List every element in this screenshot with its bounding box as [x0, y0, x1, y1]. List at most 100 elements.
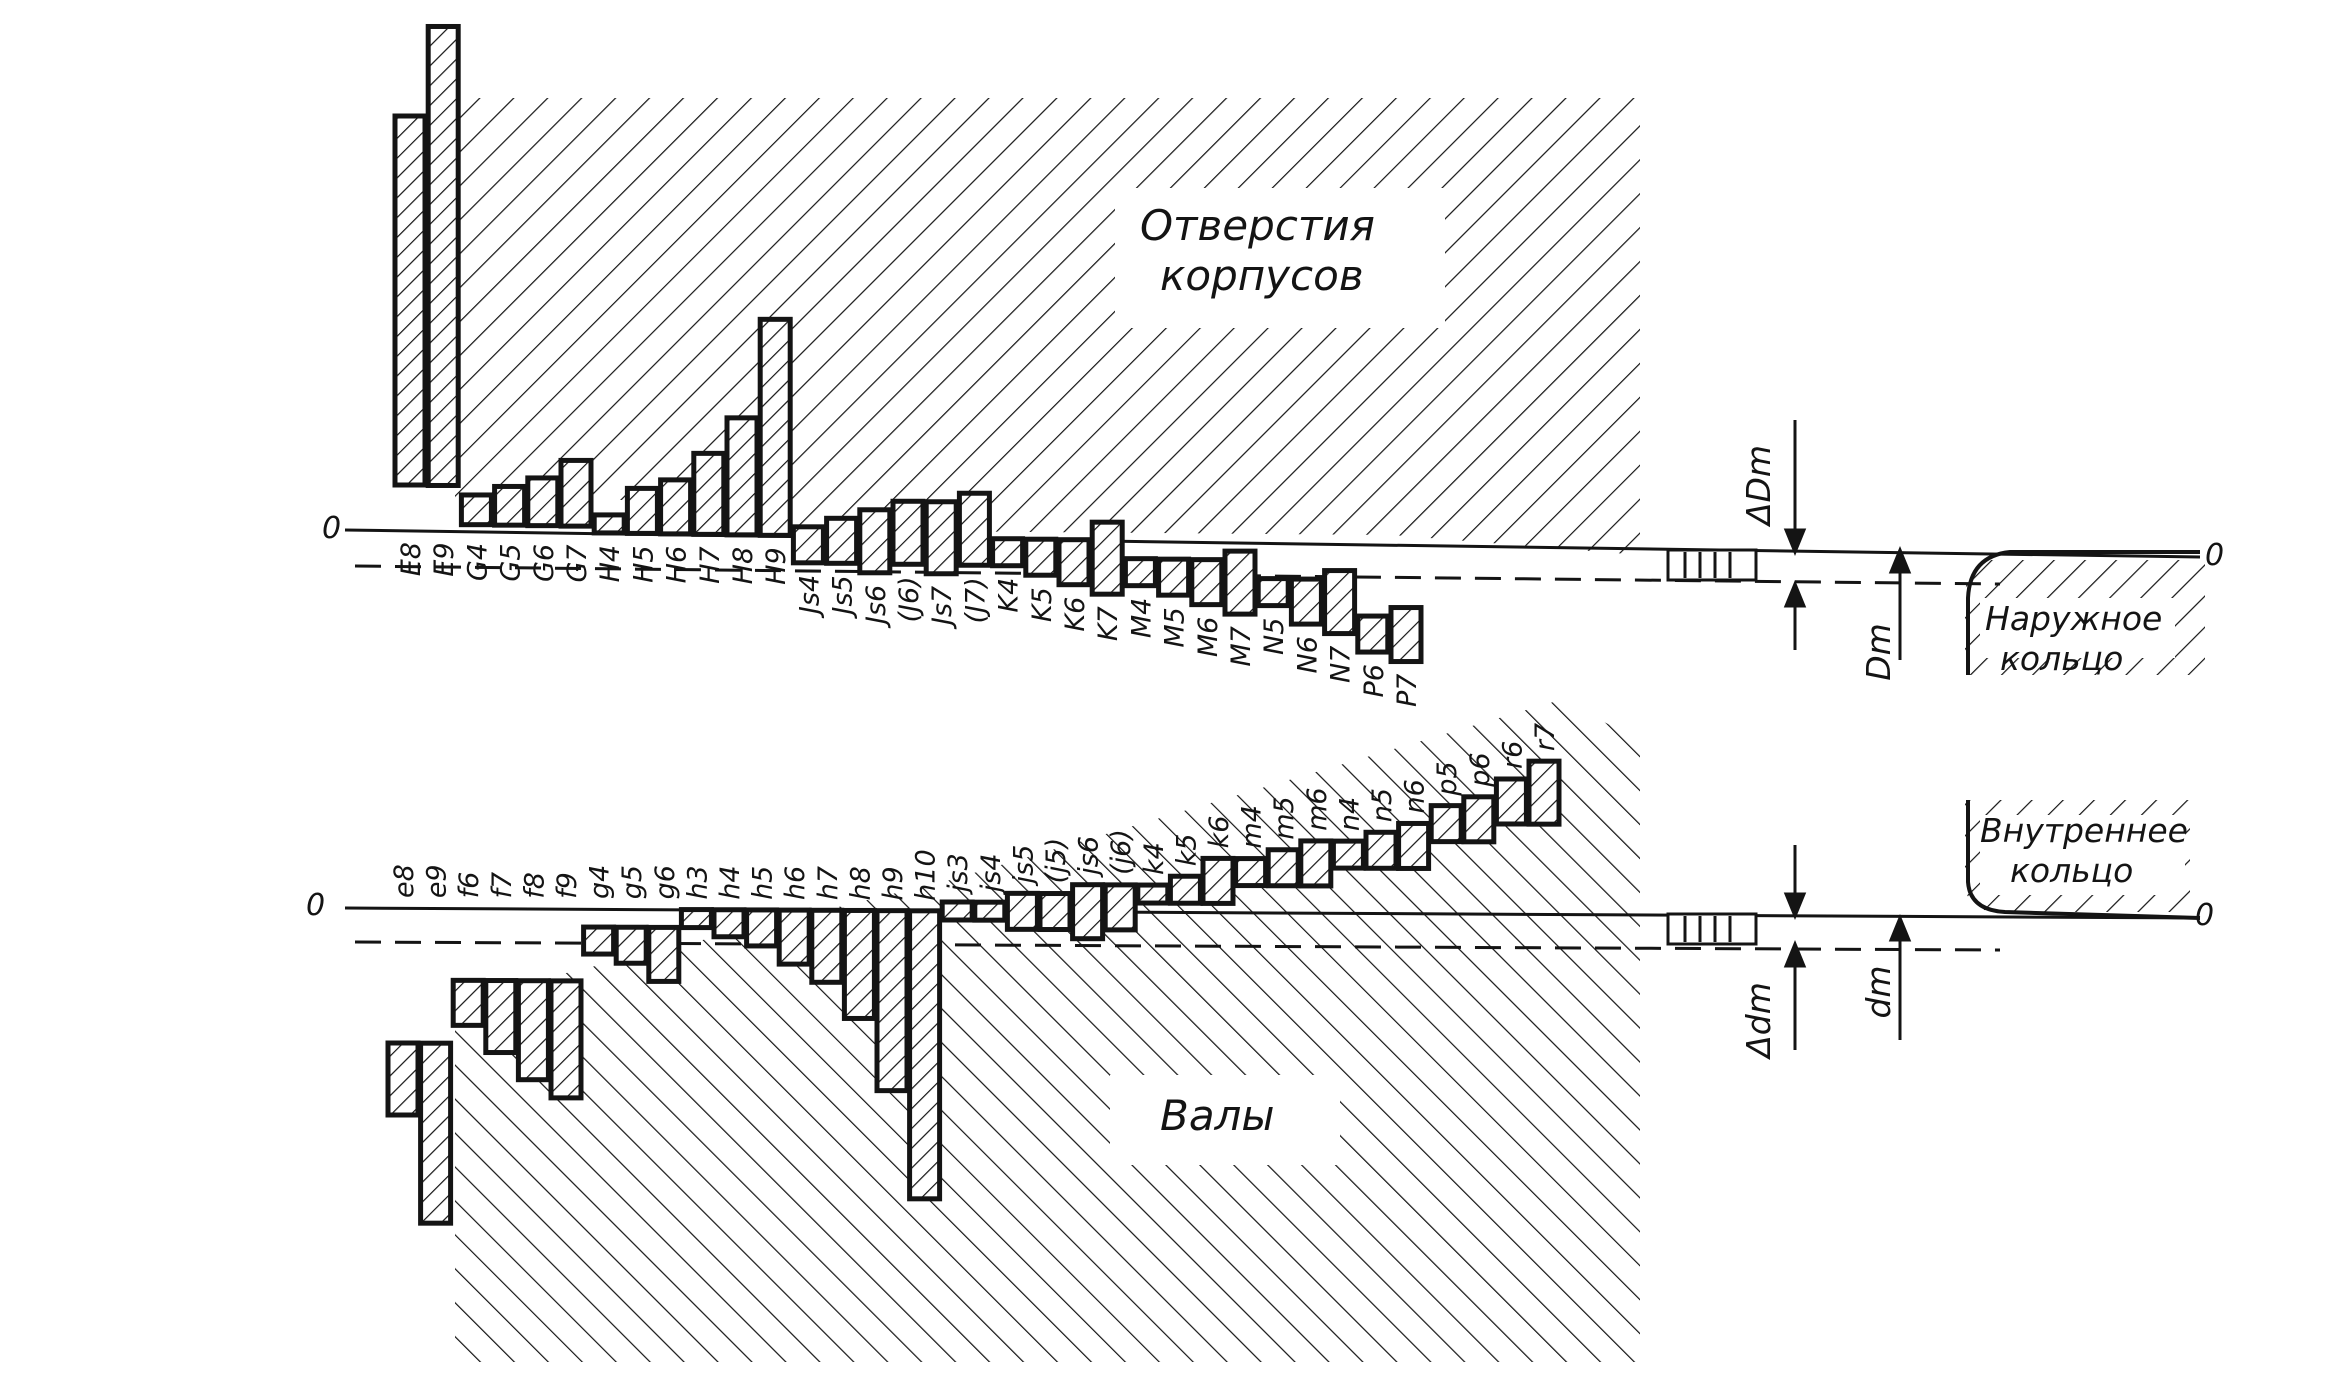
hole-field-m6-24	[1189, 557, 1225, 608]
shaft-field-js3-17	[939, 899, 975, 923]
hole-field-label-h9-11: H9	[761, 547, 792, 584]
shaft-field-m6-28	[1298, 838, 1334, 889]
hole-field-label-js5-13: Js5	[828, 575, 859, 619]
hole-field-h8-10	[724, 415, 760, 538]
hole-field-label-h7-9: H7	[695, 546, 726, 583]
shaft-zero-line	[344, 906, 2201, 920]
shaft-field-g4-6	[581, 924, 617, 957]
hole-field-label-j6-15: (J6)	[894, 576, 925, 622]
shaft-field-h9-15	[874, 908, 910, 1094]
hole-field-label-js6-14: Js6	[861, 585, 892, 629]
shaft-field-p6-33	[1461, 794, 1497, 845]
shaft-tolerance-fields	[385, 758, 1562, 1226]
hole-field-p7-30	[1388, 605, 1424, 665]
hole-field-k7-21	[1089, 519, 1125, 597]
hole-field-n6-27	[1288, 576, 1324, 627]
shaft-field-label-h5-11: h5	[748, 866, 779, 900]
shaft-field-h5-11	[744, 907, 780, 949]
shaft-field-label-e9-1: e9	[422, 864, 453, 898]
outer-diameter-dimension	[1888, 546, 1912, 660]
shaft-field-label-h8-14: h8	[845, 866, 876, 900]
shaft-field-label-g6-8: g6	[650, 865, 681, 899]
inner-deviation-dimension	[1783, 845, 1807, 1050]
hole-field-label-k7-21: K7	[1093, 606, 1124, 641]
hole-field-js6-14	[857, 507, 893, 576]
shaft-field-label-f8-4: f8	[519, 872, 550, 899]
shaft-field-e9-1	[418, 1040, 454, 1226]
shaft-field-label-h3-9: h3	[682, 865, 713, 899]
shaft-field-label-m6-28: m6	[1302, 787, 1333, 830]
hole-field-label-p7-30: P7	[1392, 674, 1423, 707]
hole-field-e8-0	[392, 113, 428, 488]
shaft-field-k4-23	[1135, 882, 1171, 906]
hole-field-n5-26	[1255, 576, 1291, 609]
shaft-field-label-k5-24: k5	[1171, 833, 1202, 866]
shaft-field-js6-21	[1070, 882, 1106, 942]
shaft-field-n4-29	[1330, 838, 1366, 871]
shaft-field-h10-16	[907, 908, 943, 1202]
hole-field-k4-18	[990, 536, 1026, 569]
shaft-field-label-js4-18: js4	[976, 853, 1007, 896]
shaft-field-label-h10-16: h10	[911, 849, 942, 900]
shaft-field-label-p6-33: p6	[1465, 752, 1496, 787]
shaft-field-label-n6-31: n6	[1400, 779, 1431, 813]
shaft-field-j5-20	[1037, 891, 1073, 933]
shaft-field-f8-4	[515, 978, 551, 1083]
outer-deviation-symbol: ΔDm	[1739, 445, 1778, 528]
shaft-field-label-n4-29: n4	[1334, 797, 1365, 831]
hole-field-label-js4-12: Js4	[794, 575, 825, 619]
shaft-field-label-e8-0: e8	[389, 864, 420, 898]
shaft-field-n6-31	[1396, 820, 1432, 871]
hole-field-js4-12	[790, 524, 826, 566]
shaft-field-h6-12	[776, 907, 812, 967]
shaft-field-js5-19	[1004, 890, 1040, 932]
outer-ring-caption-line1: Наружное	[1985, 599, 2162, 638]
hole-field-m5-23	[1156, 556, 1192, 598]
shaft-field-h8-14	[841, 907, 877, 1021]
hole-field-label-h4-6: H4	[595, 545, 626, 582]
shaft-field-js4-18	[972, 899, 1008, 923]
hole-field-e9-1	[425, 23, 461, 488]
shaft-field-r7-35	[1526, 758, 1562, 827]
hole-field-j7-17	[956, 490, 992, 568]
hole-field-h9-11	[757, 316, 793, 538]
shaft-field-p5-32	[1428, 803, 1464, 845]
shaft-field-h3-9	[678, 907, 714, 931]
shaft-caption: Валы	[1160, 1091, 1275, 1140]
hole-field-n7-28	[1322, 568, 1358, 637]
shaft-caption-mask	[1110, 1075, 1340, 1165]
hole-field-h5-7	[624, 485, 660, 536]
shaft-field-label-k4-23: k4	[1139, 842, 1170, 875]
shaft-field-f7-3	[483, 978, 519, 1056]
hole-field-js7-16	[923, 499, 959, 577]
hole-field-label-h5-7: H5	[628, 545, 659, 582]
outer-deviation-dimension	[1783, 420, 1807, 650]
shaft-field-label-m4-26: m4	[1237, 805, 1268, 848]
shaft-field-f9-5	[548, 978, 584, 1101]
hole-zero-label-right: 0	[2205, 538, 2224, 573]
shaft-field-label-k6-25: k6	[1204, 816, 1235, 849]
hole-field-label-e9-1: E9	[429, 542, 460, 576]
hole-field-label-h6-8: H6	[662, 546, 693, 583]
shaft-field-n5-30	[1363, 829, 1399, 871]
hole-field-p6-29	[1355, 613, 1391, 655]
shaft-zero-label-right: 0	[2195, 898, 2214, 933]
hole-tolerance-fields	[392, 23, 1424, 665]
shaft-field-label-r7-35: r7	[1530, 723, 1561, 751]
outer-ring-caption-line2: кольцо	[2000, 639, 2123, 678]
shaft-field-label-g4-6: g4	[585, 865, 616, 899]
shaft-field-label-js3-17: js3	[943, 853, 974, 896]
hole-field-label-g4-2: G4	[462, 543, 493, 581]
inner-ring-tolerance-marker	[1666, 912, 1758, 946]
shaft-field-label-g5-7: g5	[617, 865, 648, 899]
hole-field-h6-8	[658, 477, 694, 537]
shaft-field-k6-25	[1200, 855, 1236, 906]
hole-field-k5-19	[1023, 536, 1059, 578]
hole-field-label-k5-19: K5	[1027, 587, 1058, 622]
shaft-field-r6-34	[1493, 776, 1529, 827]
shaft-field-label-h9-15: h9	[878, 866, 909, 900]
shaft-field-label-n5-30: n5	[1367, 788, 1398, 822]
outer-ring-sketch	[1965, 550, 2205, 675]
hole-field-label-g5-3: G5	[496, 543, 527, 581]
